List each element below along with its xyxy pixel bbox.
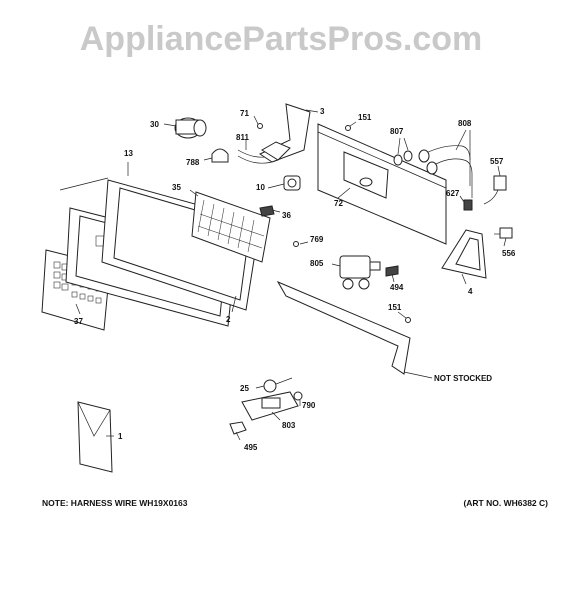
art-number: (ART NO. WH6382 C) (463, 498, 548, 508)
callout-151-top: 151 (358, 113, 372, 122)
callout-495: 495 (244, 443, 258, 452)
callout-556: 556 (502, 249, 516, 258)
callout-3: 3 (320, 107, 325, 116)
callout-769: 769 (310, 235, 324, 244)
callout-25: 25 (240, 384, 249, 393)
callout-808: 808 (458, 119, 472, 128)
callout-627: 627 (446, 189, 460, 198)
callout-10: 10 (256, 183, 265, 192)
part-10-switch (283, 175, 301, 191)
callout-labels: 30 788 811 71 3 151 10 35 36 72 807 808 … (74, 107, 516, 452)
callout-2: 2 (226, 315, 231, 324)
callout-790: 790 (302, 401, 316, 410)
part-1-manual (77, 401, 113, 473)
callout-151-lower: 151 (388, 303, 402, 312)
screw-769 (293, 241, 299, 247)
callout-803: 803 (282, 421, 296, 430)
callout-4: 4 (468, 287, 473, 296)
harness-note: NOTE: HARNESS WIRE WH19X0163 (42, 498, 188, 508)
not-stocked-rail (276, 280, 433, 379)
part-788-knob (211, 148, 229, 163)
not-stocked-label: NOT STOCKED (434, 374, 492, 383)
part-36-clip (259, 205, 275, 217)
callout-811: 811 (236, 133, 249, 142)
part-805-valve (339, 255, 381, 290)
screw-151-top (345, 125, 351, 131)
callout-72: 72 (334, 199, 343, 208)
part-557-sensor (483, 175, 507, 205)
callout-788: 788 (186, 158, 200, 167)
part-4-endcap (441, 229, 487, 279)
leader-lines (75, 109, 507, 441)
screw-151-lower (405, 317, 411, 323)
callout-807: 807 (390, 127, 404, 136)
part-807-grommets (393, 150, 413, 166)
part-30-component (174, 117, 207, 139)
callout-37: 37 (74, 317, 83, 326)
callout-13: 13 (124, 149, 133, 158)
part-556-connector (494, 227, 513, 239)
part-495-clip (229, 421, 247, 435)
callout-805: 805 (310, 259, 324, 268)
callout-36: 36 (282, 211, 291, 220)
callout-71: 71 (240, 109, 249, 118)
part-808-hoses (418, 145, 473, 198)
part-627-plug (463, 199, 473, 211)
part-803-lock (241, 391, 299, 421)
watermark-text: AppliancePartsPros.com (80, 20, 482, 58)
callout-494: 494 (390, 283, 404, 292)
part-35-board (191, 191, 271, 263)
part-25-knob (263, 377, 293, 393)
part-72-backsplash (317, 123, 447, 245)
callout-30: 30 (150, 120, 159, 129)
part-494-clip (385, 265, 399, 277)
screw-71 (257, 123, 263, 129)
part-790-pin (293, 391, 303, 401)
callout-35: 35 (172, 183, 181, 192)
callout-557: 557 (490, 157, 504, 166)
part-3-bracket (258, 103, 311, 163)
callout-1: 1 (118, 432, 123, 441)
